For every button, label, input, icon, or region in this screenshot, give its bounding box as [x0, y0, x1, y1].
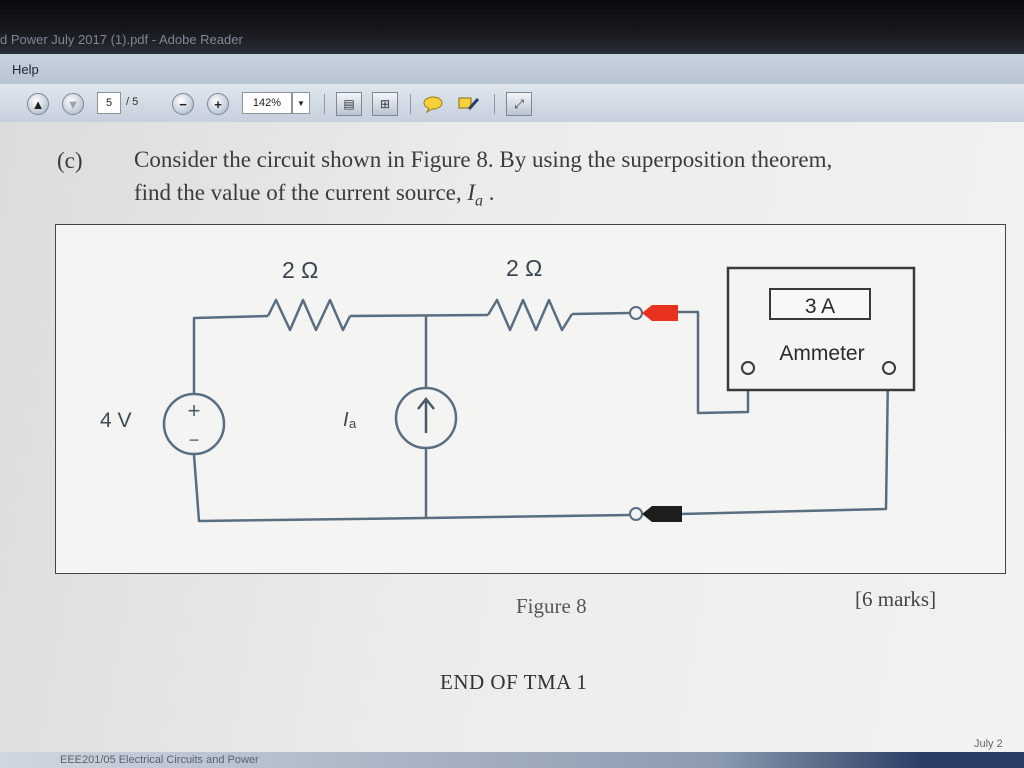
black-terminal — [629, 507, 643, 521]
footer-date: July 2 — [974, 738, 1003, 750]
question-line-2-text: find the value of the current source, — [134, 180, 468, 205]
resistor-2 — [486, 298, 574, 332]
red-probe — [642, 305, 678, 321]
menu-help[interactable]: Help — [12, 62, 39, 77]
ammeter-reading: 3 A — [805, 295, 835, 318]
wire-black-to-ammeter — [679, 371, 890, 516]
toolbar-separator — [324, 94, 325, 114]
ammeter-terminal-left — [741, 361, 755, 375]
wire-bottom — [192, 454, 631, 523]
fit-page-icon[interactable]: ⊞ — [372, 92, 398, 116]
zoom-in-icon[interactable]: + — [207, 93, 229, 115]
zoom-out-icon[interactable]: − — [172, 93, 194, 115]
sign-icon[interactable] — [456, 92, 482, 116]
page-number-input[interactable]: 5 — [97, 92, 121, 114]
voltage-source — [162, 392, 226, 456]
wire-top-middle — [349, 313, 489, 318]
resistor-1 — [266, 298, 352, 332]
wire-top-left — [192, 314, 269, 395]
comment-icon[interactable] — [420, 92, 446, 116]
current-symbol: I — [467, 180, 476, 205]
save-icon[interactable]: ▤ — [336, 92, 362, 116]
question-line-2-end: . — [483, 180, 495, 205]
question-label: (c) — [57, 148, 83, 173]
wire-to-red-probe — [571, 311, 631, 316]
wire-red-to-ammeter — [678, 310, 750, 415]
end-text: END OF TMA 1 — [440, 670, 588, 694]
arrow-up-icon — [417, 396, 435, 433]
figure-caption: Figure 8 — [516, 594, 587, 618]
title-bar: d Power July 2017 (1).pdf - Adobe Reader — [0, 0, 1024, 54]
window-title: d Power July 2017 (1).pdf - Adobe Reader — [0, 32, 243, 47]
expand-icon[interactable]: ⤢ — [506, 92, 532, 116]
next-page-icon[interactable]: ▼ — [62, 93, 84, 115]
question-text: Consider the circuit shown in Figure 8. … — [134, 143, 1014, 218]
footer-strip — [0, 752, 1024, 768]
footer-text: EEE201/05 Electrical Circuits and Power — [60, 754, 259, 766]
marks-label: [6 marks] — [855, 587, 937, 611]
ammeter-terminal-right — [882, 361, 896, 375]
current-label: I — [343, 409, 349, 431]
question-line-1: Consider the circuit shown in Figure 8. … — [134, 147, 833, 172]
ammeter-display — [769, 288, 871, 320]
voltage-plus: + — [188, 398, 201, 423]
dropdown-arrow-icon[interactable]: ▼ — [292, 92, 310, 114]
resistor-2-label: 2 Ω — [506, 255, 542, 281]
question-line-2: find the value of the current source, Ia… — [134, 176, 1014, 218]
black-probe — [642, 506, 682, 522]
toolbar-separator — [410, 94, 411, 114]
toolbar-separator — [494, 94, 495, 114]
menu-bar: Help — [0, 54, 1024, 85]
current-subscript: a — [475, 192, 484, 210]
voltage-minus: − — [189, 430, 200, 450]
zoom-input[interactable]: 142% — [242, 92, 292, 114]
current-label-sub: a — [349, 416, 357, 431]
ammeter-label: Ammeter — [779, 342, 864, 365]
page-total: / 5 — [126, 96, 139, 108]
resistor-1-label: 2 Ω — [282, 257, 318, 283]
voltage-label: 4 V — [100, 409, 132, 432]
prev-page-icon[interactable]: ▲ — [27, 93, 49, 115]
red-terminal — [629, 306, 643, 320]
